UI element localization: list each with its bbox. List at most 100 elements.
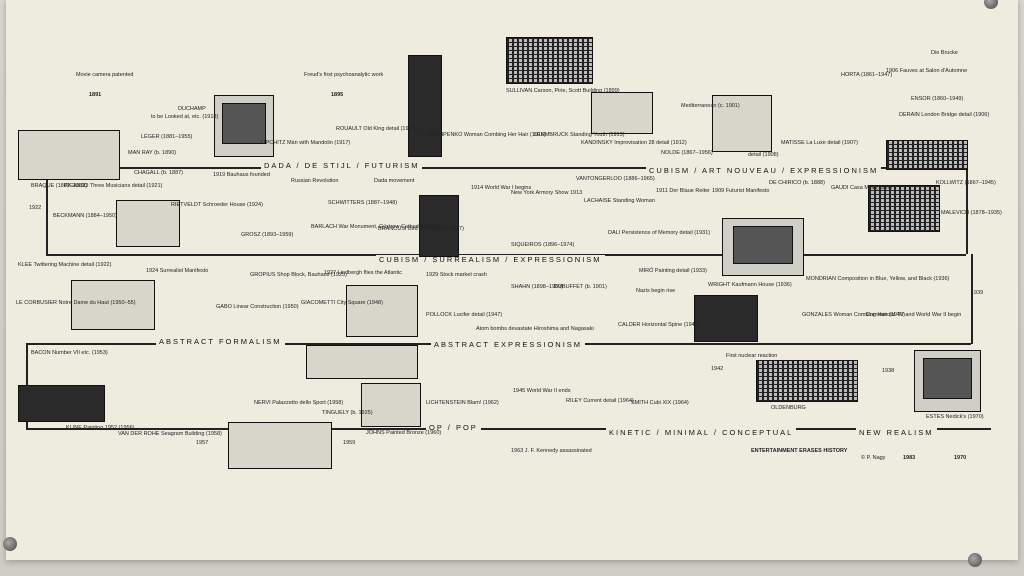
screw-bottom-left xyxy=(3,537,17,551)
label-1906: 1906 Fauves at Salon d'Automne xyxy=(886,68,968,74)
label-russian-rev: Russian Revolution xyxy=(291,178,339,184)
label-rouault: ROUAULT Old King detail (1915) xyxy=(336,126,417,132)
era-cubism-art-nouveau: CUBISM / ART NOUVEAU / EXPRESSIONISM xyxy=(646,166,882,175)
calculator-illustration xyxy=(419,195,459,257)
cassette-illustration xyxy=(361,383,421,427)
label-nazis: Nazis begin rise xyxy=(636,288,676,294)
pong-illustration xyxy=(346,285,418,337)
label-oldenburg: OLDENBURG xyxy=(771,405,806,411)
label-1938: 1938 xyxy=(882,368,895,374)
label-duchamp-sub: to be Looked at, etc. (1918) xyxy=(151,114,219,120)
tv-estes-illustration xyxy=(914,350,981,412)
timeline-poster: DADA / DE STIJL / FUTURISM CUBISM / ART … xyxy=(6,0,1018,560)
timeline-connector-right-1 xyxy=(966,140,968,254)
computer-c64-illustration xyxy=(756,360,858,402)
label-mondrian: MONDRIAN Composition in Blue, Yellow, an… xyxy=(806,276,950,282)
label-derain: DERAIN London Bridge detail (1906) xyxy=(899,112,990,118)
label-kandinsky: KANDINSKY Improvisation 28 detail (1912) xyxy=(581,140,687,146)
label-duchamp: DUCHAMP xyxy=(178,106,206,112)
label-barlach: BARLACH War Monument, Güstrow Cathedral … xyxy=(311,224,443,230)
label-kollwitz: KOLLWITZ (1867–1945) xyxy=(936,180,996,186)
label-nervi: NERVI Palazzetto dello Sport (1958) xyxy=(254,400,344,406)
label-wright: WRIGHT Kaufmann House (1936) xyxy=(708,282,792,288)
label-man-ray: MAN RAY (b. 1890) xyxy=(128,150,177,156)
label-ent-history: ENTERTAINMENT ERASES HISTORY xyxy=(751,448,848,454)
label-atom-bomb: Atom bombs devastate Hiroshima and Nagas… xyxy=(476,326,594,332)
label-miro: MIRÓ Painting detail (1933) xyxy=(639,268,707,274)
label-movie-camera: Movie camera patented xyxy=(76,72,134,78)
label-nolde: NOLDE (1867–1956) xyxy=(661,150,713,156)
era-abstract-formalism: ABSTRACT FORMALISM xyxy=(156,337,285,346)
label-de-chirico: DE CHIRICO (b. 1888) xyxy=(769,180,825,186)
label-1945: 1945 World War II ends xyxy=(513,388,571,394)
label-smith: SMITH Cubi XIX (1964) xyxy=(631,400,689,406)
clock-radio-illustration xyxy=(868,185,940,232)
stereo-illustration xyxy=(306,345,418,379)
label-futurist: 1909 Futurist Manifesto xyxy=(712,188,770,194)
label-1959: 1959 xyxy=(343,440,356,446)
era-op-pop: OP / POP xyxy=(426,423,481,432)
typewriter-illustration xyxy=(18,130,120,180)
tv-mid-illustration xyxy=(722,218,804,276)
label-dubuffet: DUBUFFET (b. 1901) xyxy=(554,284,607,290)
label-new-york-armory: New York Armory Show 1913 xyxy=(511,190,583,196)
timeline-line-2 xyxy=(46,254,966,256)
label-1939: 1939 xyxy=(971,290,984,296)
label-first-nuclear: First nuclear reaction xyxy=(726,353,778,359)
label-siqueiros: SIQUEIROS (1896–1974) xyxy=(511,242,575,248)
label-surrealist: 1924 Surrealist Manifesto xyxy=(146,268,209,274)
label-beckmann: BECKMANN (1884–1950) xyxy=(53,213,117,219)
era-cubism-surrealism: CUBISM / SURREALISM / EXPRESSIONISM xyxy=(376,255,605,264)
label-lindbergh: 1927 Lindbergh flies the Atlantic xyxy=(324,270,402,276)
label-die-brucke: Die Brucke xyxy=(931,50,958,56)
label-stock-market: 1929 Stock market crash xyxy=(426,272,487,278)
label-matisse: MATISSE La Luxe detail (1907) xyxy=(781,140,858,146)
label-nagy: © P. Nagy xyxy=(861,455,886,461)
label-chagall: CHAGALL (b. 1887) xyxy=(134,170,184,176)
radio-illustration xyxy=(591,92,653,134)
computer-illustration xyxy=(506,37,593,84)
label-shahn: SHAHN (1898–1969) xyxy=(511,284,563,290)
label-lehmbruck: LEHMBRUCK Standing Youth (1913) xyxy=(534,132,625,138)
camera-illustration xyxy=(18,385,105,422)
label-pollock: POLLOCK Lucifer detail (1947) xyxy=(426,312,503,318)
timeline-line-4 xyxy=(26,428,991,430)
label-brancusi: BRANCUSI Bird in Space (c. 1927) xyxy=(378,226,464,232)
label-malevich: MALEVICH (1878–1935) xyxy=(941,210,1002,216)
era-new-realism: NEW REALISM xyxy=(856,428,937,437)
label-braque: BRAQUE (1882–1963) xyxy=(31,183,87,189)
keyboard-tall-illustration xyxy=(408,55,442,157)
label-ww1: 1914 World War I begins xyxy=(471,185,532,191)
television-illustration xyxy=(214,95,274,157)
label-riley: RILEY Current detail (1964) xyxy=(566,398,634,404)
era-dada: DADA / DE STIJL / FUTURISM xyxy=(261,161,423,170)
label-tinguely: TINGUELY (b. 1925) xyxy=(322,410,373,416)
label-freud: Freud's first psychoanalytic work xyxy=(304,72,384,78)
era-kinetic: KINETIC / MINIMAL / CONCEPTUAL xyxy=(606,428,797,437)
label-gropius: GROPIUS Shop Block, Bauhaus (1925) xyxy=(250,272,347,278)
tape-deck-illustration xyxy=(228,422,332,469)
label-giacometti: GIACOMETTI City Square (1948) xyxy=(301,300,383,306)
era-abstract-expressionism: ABSTRACT EXPRESSIONISM xyxy=(431,340,586,349)
label-bacon: BACON Number VII etc. (1953) xyxy=(31,350,108,356)
label-estes: ESTES Nedick's (1970) xyxy=(926,414,984,420)
label-1922: 1922 xyxy=(29,205,42,211)
telephone-illustration xyxy=(116,200,180,247)
label-schwitters: SCHWITTERS (1887–1948) xyxy=(328,200,398,206)
label-1891: 1891 xyxy=(89,92,102,98)
label-ensor: ENSOR (1860–1949) xyxy=(911,96,964,102)
label-mediterranean: Mediterranean (c. 1901) xyxy=(681,103,740,109)
label-1957: 1957 xyxy=(196,440,209,446)
label-klee: KLEE Twittering Machine detail (1922) xyxy=(18,262,112,268)
label-commercial-tv: Commercial TV and World War II begin xyxy=(866,312,962,318)
label-jfk: 1963 J. F. Kennedy assassinated xyxy=(511,448,592,454)
label-gabo: GABO Linear Construction (1950) xyxy=(216,304,299,310)
label-le-corbusier: LE CORBUSIER Notre Dame du Haut (1950–55… xyxy=(16,300,136,306)
label-picasso: PICASSO Three Musicians detail (1921) xyxy=(64,183,163,189)
label-rietveldt: RIETVELDT Schroeder House (1924) xyxy=(171,202,263,208)
synth-illustration xyxy=(694,295,758,342)
label-lichtenstein: LICHTENSTEIN Blam! (1962) xyxy=(426,400,499,406)
label-1895: 1895 xyxy=(331,92,344,98)
label-horta: HORTA (1861–1947) xyxy=(841,72,893,78)
timeline-connector-left-1 xyxy=(46,167,48,255)
